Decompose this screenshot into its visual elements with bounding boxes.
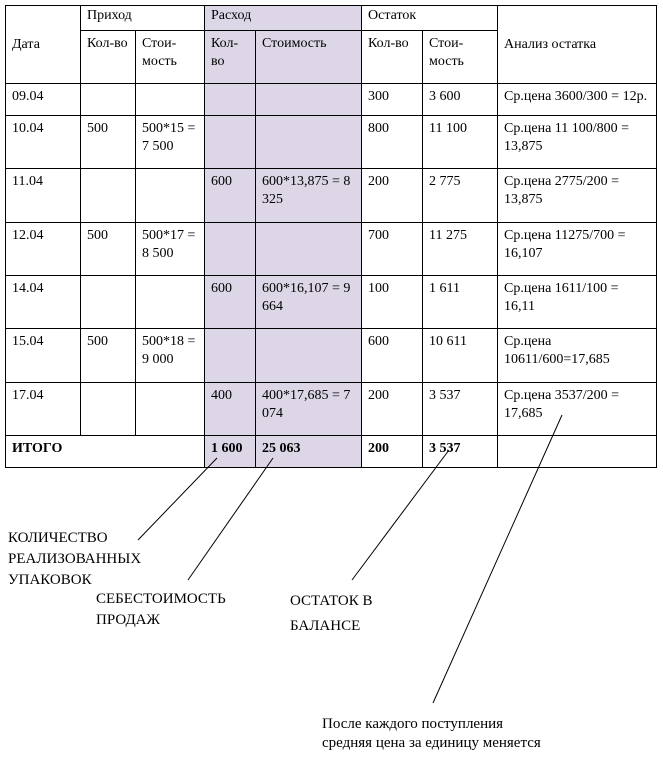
ostatok-cost-header: Стои-мость xyxy=(422,29,499,85)
callout-sold-qty: КОЛИЧЕСТВО РЕАЛИЗОВАННЫХ УПАКОВОК xyxy=(8,530,142,588)
row-in-cost xyxy=(134,275,206,330)
ostatok-qty-header: Кол-во xyxy=(361,29,424,85)
table-row: 14.04 600 600*16,107 = 9 664 100 1 611 С… xyxy=(5,275,658,330)
prihod-header: Приход xyxy=(79,5,206,31)
callout-balance-remainder: ОСТАТОК В БАЛАНСЕ xyxy=(290,593,373,634)
row-bal-cost: 3 600 xyxy=(422,83,499,117)
row-bal-qty: 100 xyxy=(361,275,424,330)
header-row-groups: Дата Приход Расход Остаток Анализ остатк… xyxy=(5,4,658,85)
totals-label: ИТОГО xyxy=(4,434,206,469)
row-analysis: Ср.цена 3600/300 = 12р. xyxy=(497,83,658,117)
row-out-cost: 600*13,875 = 8 325 xyxy=(255,168,363,223)
row-analysis: Ср.цена 10611/600=17,685 xyxy=(497,328,658,383)
leader-line-balance xyxy=(351,449,450,581)
row-out-qty xyxy=(204,328,257,383)
totals-bal-cost: 3 537 xyxy=(422,434,499,469)
row-out-cost xyxy=(255,83,363,117)
inventory-average-cost-table: Дата Приход Расход Остаток Анализ остатк… xyxy=(4,4,658,469)
row-out-cost: 400*17,685 = 7 074 xyxy=(255,381,363,436)
row-out-qty xyxy=(204,221,257,277)
row-bal-cost: 3 537 xyxy=(422,381,499,436)
callout-cost-of-sales: СЕБЕСТОИМОСТЬ ПРОДАЖ xyxy=(96,591,226,628)
rashod-cost-header: Стоимость xyxy=(255,29,363,85)
row-bal-cost: 2 775 xyxy=(422,168,499,223)
row-out-qty: 400 xyxy=(204,381,257,436)
row-out-cost xyxy=(255,115,363,170)
row-bal-qty: 700 xyxy=(361,221,424,277)
row-in-cost xyxy=(134,381,206,436)
leader-line-cost-of-sales xyxy=(187,457,274,581)
leader-line-sold-qty xyxy=(137,457,218,541)
row-analysis: Ср.цена 11275/700 = 16,107 xyxy=(497,221,658,277)
row-date: 09.04 xyxy=(5,83,81,117)
row-out-qty: 600 xyxy=(204,275,257,330)
date-header: Дата xyxy=(5,4,81,85)
prihod-cost-header: Стои-мость xyxy=(134,29,206,85)
table-row: 17.04 400 400*17,685 = 7 074 200 3 537 С… xyxy=(5,381,658,436)
row-bal-qty: 600 xyxy=(361,328,424,383)
totals-row: ИТОГО 1 600 25 063 200 3 537 xyxy=(4,434,658,469)
row-bal-qty: 300 xyxy=(361,83,424,117)
row-date: 12.04 xyxy=(5,221,81,277)
totals-bal-qty: 200 xyxy=(361,434,424,469)
row-analysis: Ср.цена 1611/100 = 16,11 xyxy=(497,275,658,330)
totals-analysis xyxy=(497,434,658,469)
row-out-qty xyxy=(204,115,257,170)
row-out-cost xyxy=(255,328,363,383)
row-date: 10.04 xyxy=(5,115,81,170)
row-bal-qty: 200 xyxy=(361,168,424,223)
callout-avg-price-note: После каждого поступления средняя цена з… xyxy=(322,716,541,751)
row-in-cost: 500*15 = 7 500 xyxy=(134,115,206,170)
table-row: 10.04 500 500*15 = 7 500 800 11 100 Ср.ц… xyxy=(5,115,658,170)
rashod-header: Расход xyxy=(204,5,363,31)
row-out-qty xyxy=(204,83,257,117)
rashod-qty-header: Кол-во xyxy=(204,29,257,85)
row-analysis: Ср.цена 3537/200 = 17,685 xyxy=(497,381,658,436)
header-row-sub: Кол-во Стои-мость Кол-во Стоимость Кол-в… xyxy=(6,29,657,85)
row-bal-cost: 11 275 xyxy=(422,221,499,277)
row-date: 17.04 xyxy=(5,381,81,436)
row-analysis: Ср.цена 11 100/800 = 13,875 xyxy=(497,115,658,170)
table-row: 09.04 300 3 600 Ср.цена 3600/300 = 12р. xyxy=(5,83,658,117)
table-row: 11.04 600 600*13,875 = 8 325 200 2 775 С… xyxy=(5,168,658,223)
table-row: 15.04 500 500*18 = 9 000 600 10 611 Ср.ц… xyxy=(5,328,658,383)
row-out-cost xyxy=(255,221,363,277)
row-in-qty xyxy=(80,168,136,223)
row-out-cost: 600*16,107 = 9 664 xyxy=(255,275,363,330)
analysis-header: Анализ остатка xyxy=(497,4,658,85)
row-bal-cost: 10 611 xyxy=(422,328,499,383)
row-in-cost xyxy=(134,83,206,117)
totals-out-cost: 25 063 xyxy=(255,434,363,469)
row-in-cost: 500*17 = 8 500 xyxy=(134,221,206,277)
table-row: 12.04 500 500*17 = 8 500 700 11 275 Ср.ц… xyxy=(5,221,658,277)
leader-line-avg-note xyxy=(432,414,563,704)
row-date: 15.04 xyxy=(5,328,81,383)
